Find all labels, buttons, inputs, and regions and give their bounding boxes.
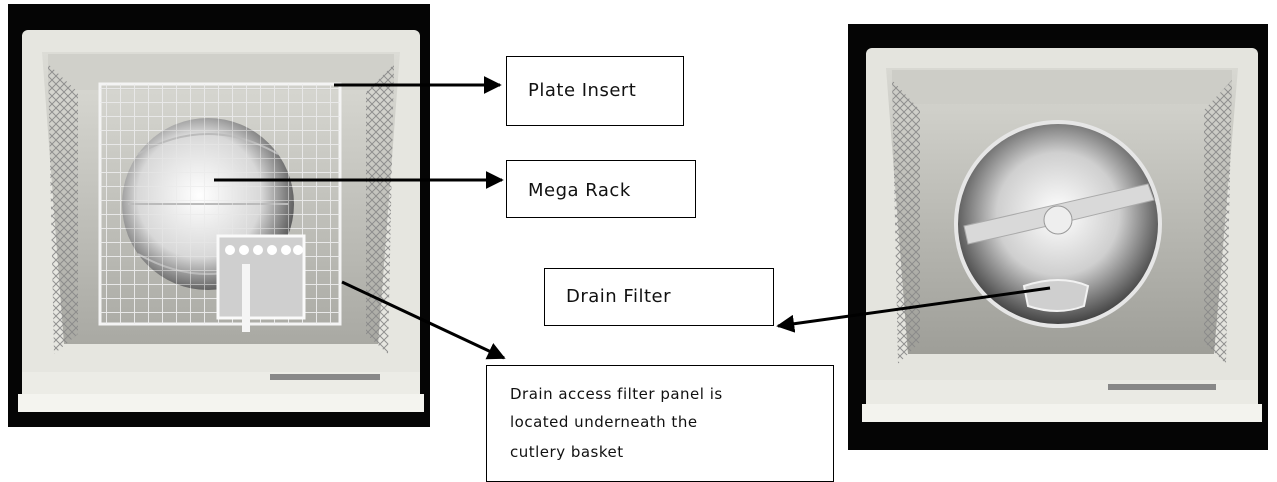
plate-insert-label: Plate Insert	[528, 80, 637, 101]
drain-access-note-line-3: cutlery basket	[510, 443, 624, 461]
drain-filter-label: Drain Filter	[566, 286, 671, 307]
drain-access-note-line-1: Drain access filter panel is	[510, 385, 723, 403]
dishwasher-drawer-with-racks-photo	[8, 4, 430, 427]
drain-filter-label-box	[544, 268, 774, 326]
plate-insert-label-box	[506, 56, 684, 126]
drain-access-note-line-2: located underneath the	[510, 413, 698, 431]
empty-dishwasher-drawer-photo	[848, 24, 1268, 450]
mega-rack-label: Mega Rack	[528, 180, 631, 201]
mega-rack-label-box	[506, 160, 696, 218]
drain-access-note-box	[486, 365, 834, 482]
